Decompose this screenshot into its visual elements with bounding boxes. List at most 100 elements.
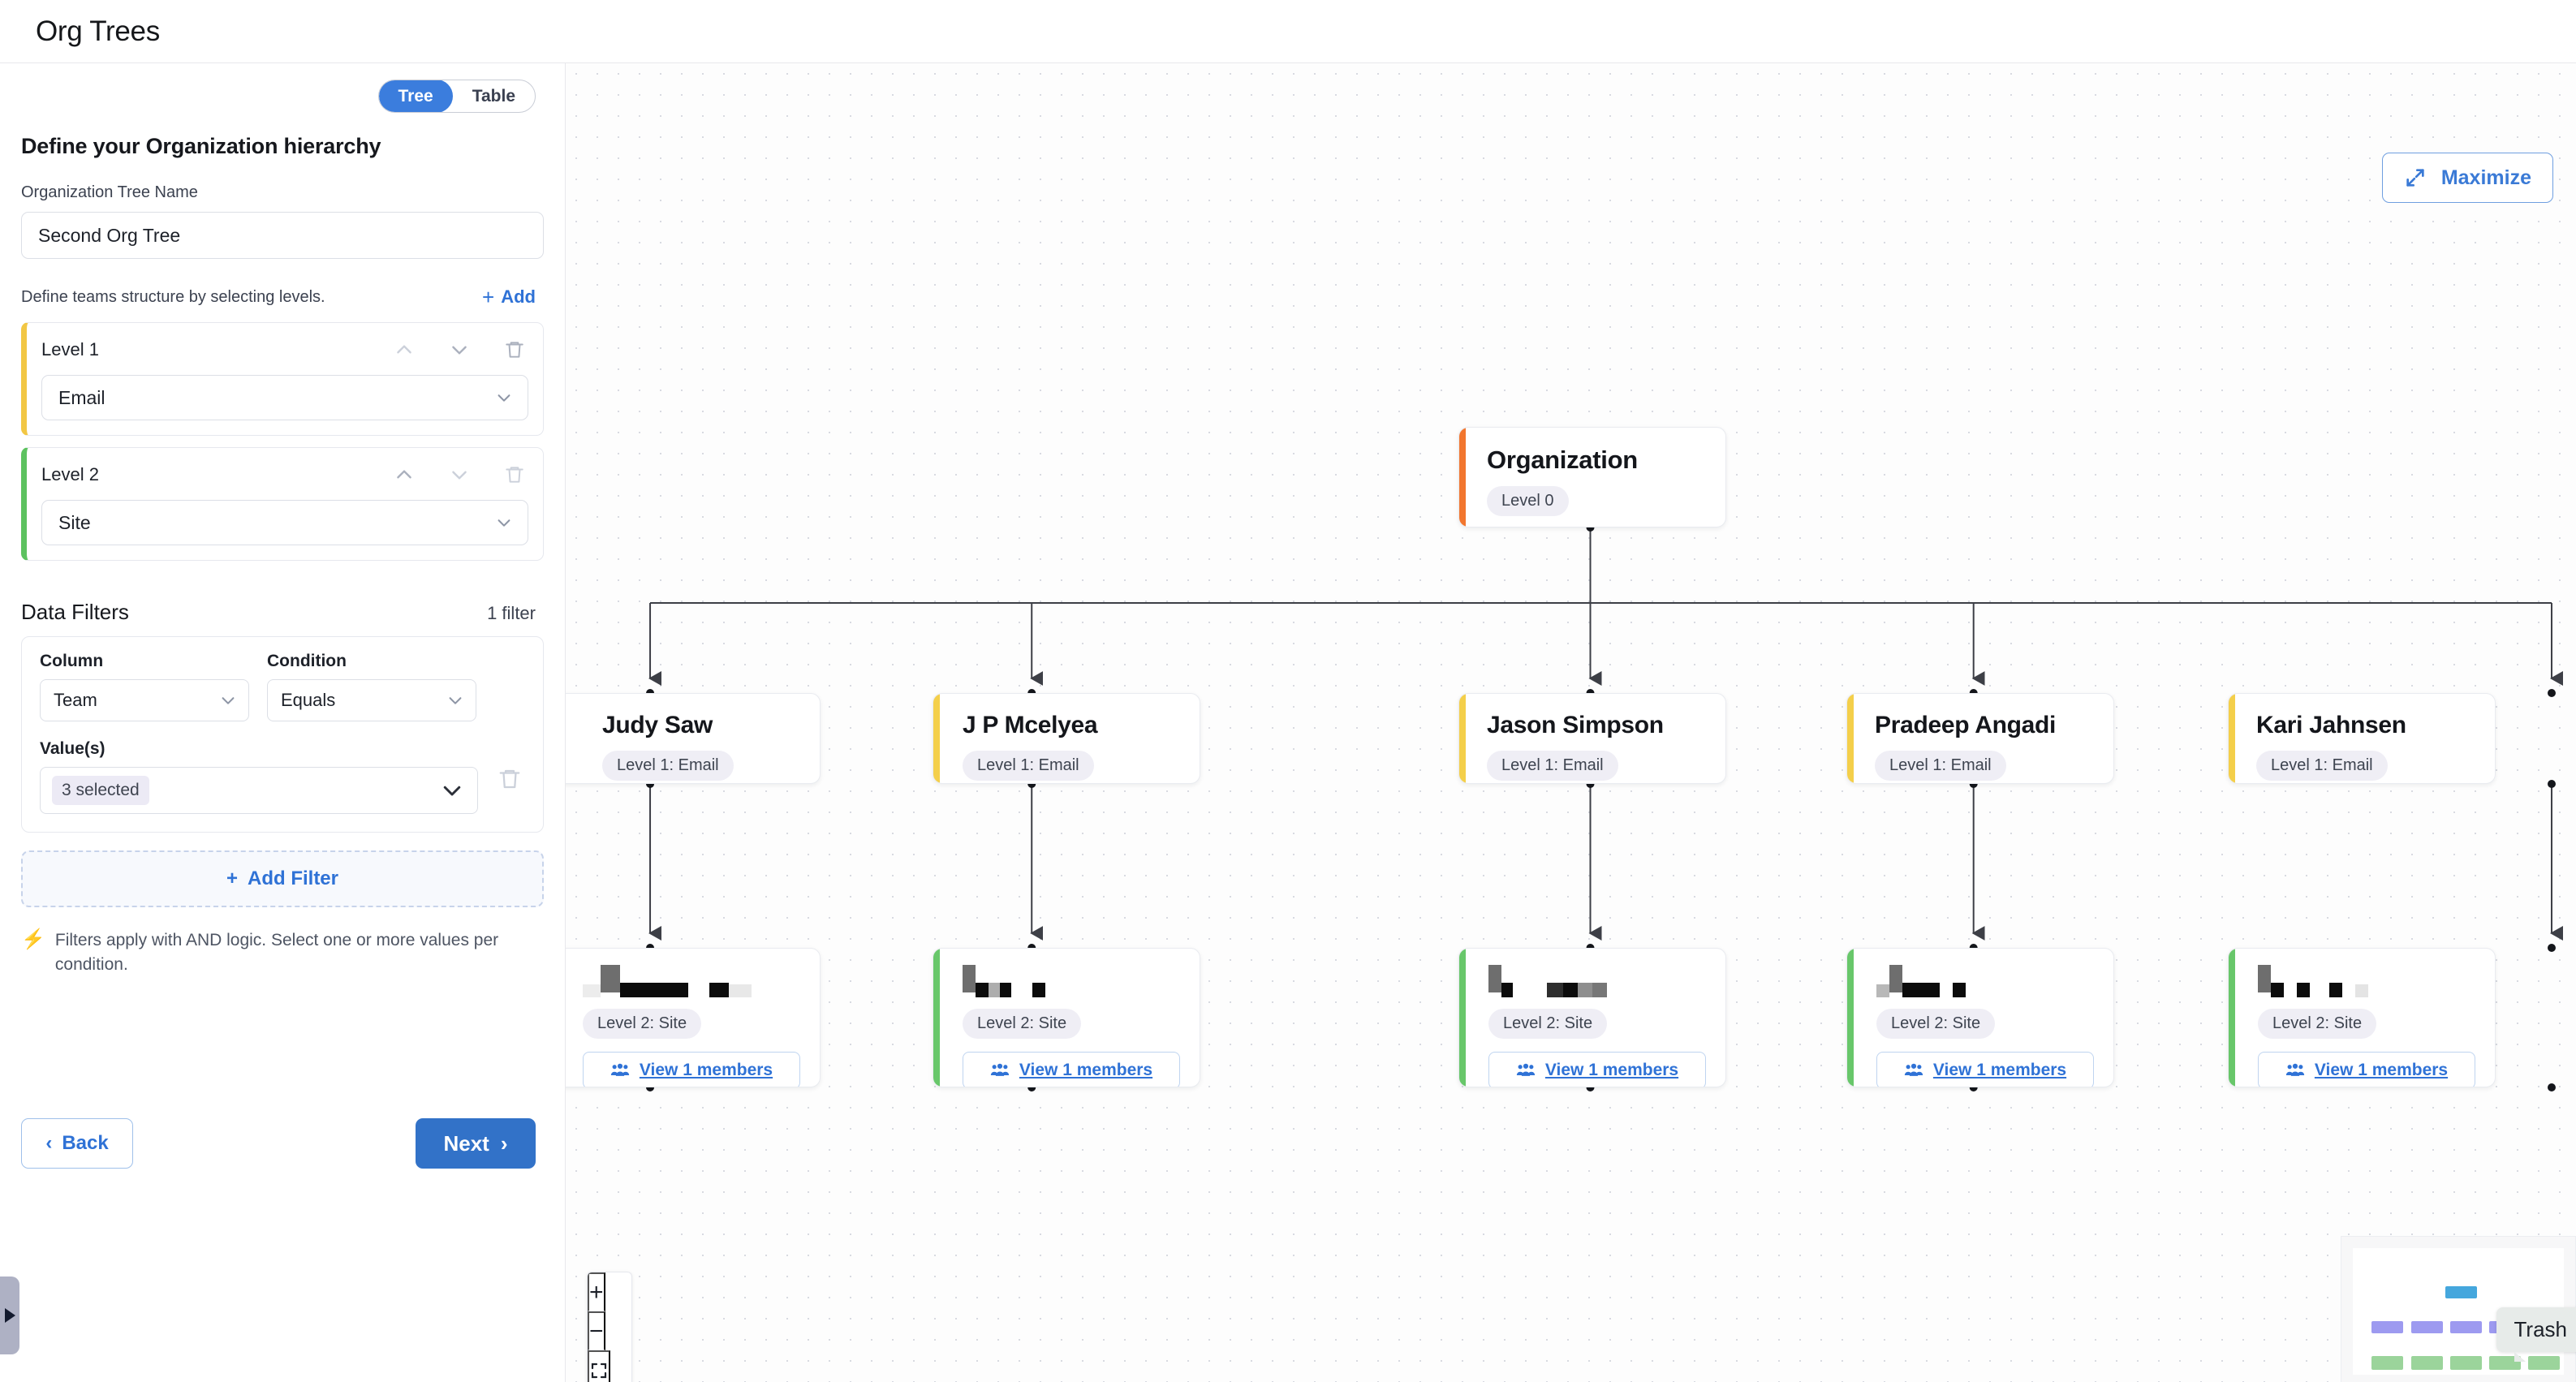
tree-node-level1[interactable]: Judy Saw Level 1: Email	[566, 693, 821, 784]
minimap-node-level1	[2410, 1321, 2443, 1333]
view-members-button[interactable]: View 1 members	[963, 1052, 1180, 1087]
add-level-button[interactable]: + Add	[482, 286, 536, 308]
chevron-down-icon	[446, 691, 464, 709]
add-filter-button[interactable]: + Add Filter	[21, 850, 544, 907]
node-content: Judy Saw Level 1: Email	[566, 694, 820, 783]
levels-hint: Define teams structure by selecting leve…	[21, 287, 325, 306]
back-button[interactable]: ‹ Back	[21, 1118, 133, 1169]
delete-filter-icon[interactable]	[498, 767, 522, 791]
view-members-label: View 1 members	[1544, 1061, 1679, 1079]
node-content: Level 2: Site View 1 members	[1847, 949, 2113, 1087]
node-level-badge: Level 1: Email	[1875, 751, 2006, 781]
filter-column-select[interactable]: Team	[40, 679, 249, 721]
level-2-field-value: Site	[58, 511, 91, 533]
level-1-name: Level 1	[41, 339, 99, 359]
tree-node-level1[interactable]: Jason Simpson Level 1: Email	[1458, 693, 1726, 784]
triangle-right-icon	[4, 1308, 15, 1323]
next-label: Next	[443, 1130, 489, 1156]
tree-node-level1[interactable]: J P Mcelyea Level 1: Email	[933, 693, 1200, 784]
tree-node-level1[interactable]: Kari Jahnsen Level 1: Email	[2228, 693, 2496, 784]
tree-node-level2[interactable]: Level 2: Site View 1 members	[933, 948, 1200, 1087]
tab-table[interactable]: Table	[453, 80, 535, 112]
lightning-icon: ⚡	[21, 928, 45, 950]
node-content: Organization Level 0	[1459, 428, 1725, 527]
chevron-up-icon[interactable]	[394, 339, 415, 360]
tree-node-level2[interactable]: Level 2: Site View 1 members	[1458, 948, 1726, 1087]
chevron-down-icon[interactable]	[449, 339, 470, 360]
tree-name-label: Organization Tree Name	[21, 183, 198, 201]
chevron-down-icon	[495, 514, 513, 532]
filter-condition-select[interactable]: Equals	[267, 679, 476, 721]
tab-tree[interactable]: Tree	[378, 80, 453, 112]
plus-icon: +	[482, 285, 495, 309]
tree-node-level2[interactable]: Level 2: Site View 1 members	[2228, 948, 2496, 1087]
view-members-label: View 1 members	[2314, 1061, 2449, 1079]
view-members-button[interactable]: View 1 members	[583, 1052, 800, 1087]
sidebar-panel: Tree Table Define your Organization hier…	[0, 63, 566, 1382]
filter-values-select[interactable]: 3 selected	[40, 767, 478, 814]
level-card-2-header: Level 2	[41, 459, 528, 490]
node-title: Pradeep Angadi	[1875, 712, 2057, 738]
sidebar-collapse-handle[interactable]	[0, 1277, 19, 1354]
node-content: Pradeep Angadi Level 1: Email	[1847, 694, 2113, 783]
tree-node-level2[interactable]: Level 2: Site View 1 members	[566, 948, 821, 1087]
filters-note: ⚡ Filters apply with AND logic. Select o…	[0, 907, 565, 978]
chevron-left-icon: ‹	[45, 1132, 53, 1154]
trash-icon[interactable]	[504, 464, 525, 485]
zoom-in-button[interactable]: +	[588, 1272, 605, 1311]
node-title-redacted	[583, 965, 800, 997]
chevron-up-icon[interactable]	[394, 464, 415, 485]
members-icon	[610, 1063, 630, 1076]
expand-arrows-icon	[2406, 169, 2424, 187]
zoom-controls[interactable]: + −	[587, 1272, 632, 1382]
minimap-node-level2	[2410, 1355, 2443, 1370]
tree-canvas[interactable]: Maximize	[566, 63, 2576, 1382]
level-1-field-select[interactable]: Email	[41, 375, 528, 420]
node-level-badge: Level 0	[1487, 486, 1569, 516]
node-title: Jason Simpson	[1487, 712, 1664, 738]
minimap[interactable]: Trash	[2341, 1236, 2576, 1382]
tree-node-level1[interactable]: Pradeep Angadi Level 1: Email	[1846, 693, 2114, 784]
members-icon	[2285, 1063, 2305, 1076]
view-mode-toggle[interactable]: Tree Table	[377, 80, 536, 113]
chevron-down-icon[interactable]	[449, 464, 470, 485]
node-level-badge: Level 2: Site	[2258, 1009, 2377, 1039]
filter-condition-value: Equals	[281, 690, 336, 710]
filter-count: 1 filter	[487, 603, 536, 623]
node-title-redacted	[2258, 965, 2475, 997]
tree-node-root[interactable]: Organization Level 0	[1458, 427, 1726, 527]
view-members-button[interactable]: View 1 members	[1488, 1052, 1706, 1087]
level-2-field-select[interactable]: Site	[41, 500, 528, 545]
wizard-nav: ‹ Back Next ›	[21, 1118, 536, 1169]
node-level-badge: Level 1: Email	[1487, 751, 1618, 781]
node-level-badge: Level 1: Email	[2256, 751, 2388, 781]
next-button[interactable]: Next ›	[416, 1118, 536, 1169]
add-level-label: Add	[501, 286, 536, 307]
minimap-node-level2	[2449, 1355, 2482, 1370]
trash-icon[interactable]	[504, 339, 525, 360]
node-level-badge: Level 2: Site	[1488, 1009, 1608, 1039]
zoom-out-button[interactable]: −	[588, 1311, 605, 1350]
node-title-redacted	[963, 965, 1180, 997]
filter-condition-label: Condition	[267, 652, 347, 670]
chevron-down-icon	[495, 389, 513, 407]
section-heading: Define your Organization hierarchy	[21, 134, 381, 158]
tree-name-input[interactable]: Second Org Tree	[21, 212, 544, 259]
tree-node-level2[interactable]: Level 2: Site View 1 members	[1846, 948, 2114, 1087]
minimap-node-level1	[2371, 1321, 2404, 1333]
add-filter-label: Add Filter	[248, 868, 338, 889]
view-members-button[interactable]: View 1 members	[1876, 1052, 2094, 1087]
fit-view-icon	[591, 1363, 607, 1379]
filter-column-group: Column Team	[40, 652, 249, 721]
view-members-button[interactable]: View 1 members	[2258, 1052, 2475, 1087]
maximize-button[interactable]: Maximize	[2381, 153, 2553, 203]
chevron-down-icon	[440, 778, 464, 803]
fit-view-button[interactable]	[588, 1350, 610, 1382]
minimap-node-level1	[2449, 1321, 2482, 1333]
main-layout: Tree Table Define your Organization hier…	[0, 63, 2576, 1382]
node-level-badge: Level 2: Site	[583, 1009, 702, 1039]
trash-tooltip: Trash	[2496, 1307, 2576, 1362]
minimap-node-level2	[2371, 1355, 2404, 1370]
node-content: Jason Simpson Level 1: Email	[1459, 694, 1725, 783]
level-2-name: Level 2	[41, 464, 99, 484]
